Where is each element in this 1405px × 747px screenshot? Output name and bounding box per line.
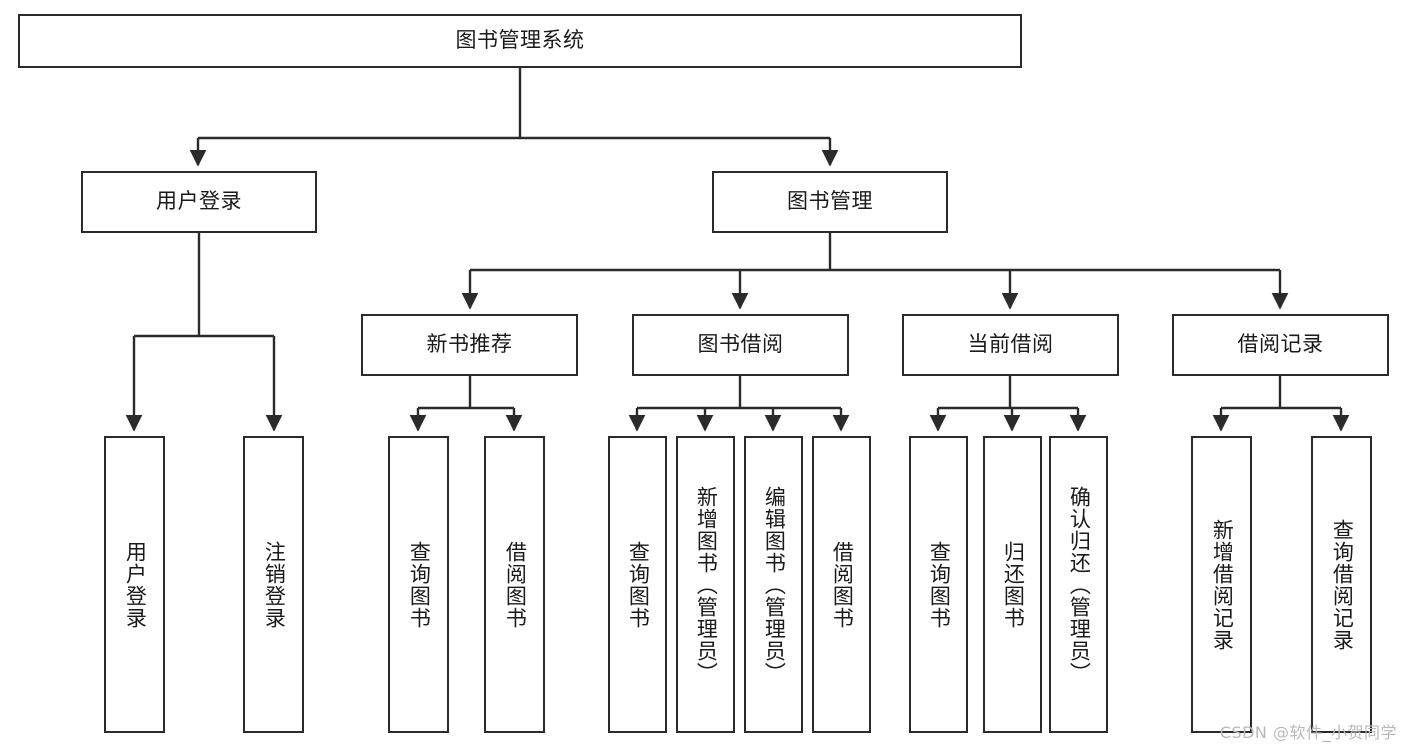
node-leaf-recommend-borrow-book[interactable]: 借阅图书 [484,436,545,733]
node-borrow-record-label: 借阅记录 [1237,332,1324,357]
node-leaf-borrow-query-book-label: 查询图书 [626,540,651,629]
node-leaf-borrow-add-book-admin[interactable]: 新增图书（管理员） [676,436,735,733]
node-leaf-recommend-query-book[interactable]: 查询图书 [388,436,449,733]
csdn-watermark: CSDN @软件_小贺同学 [1219,723,1397,742]
node-leaf-current-query-book-label: 查询图书 [927,540,952,629]
node-leaf-borrow-query-book[interactable]: 查询图书 [608,436,667,733]
node-book-manage[interactable]: 图书管理 [712,171,948,233]
node-leaf-user-logout-label: 注销登录 [262,540,287,629]
node-leaf-current-return-book[interactable]: 归还图书 [983,436,1042,733]
node-leaf-recommend-borrow-book-label: 借阅图书 [503,540,528,629]
node-book-manage-label: 图书管理 [787,189,873,214]
node-user-login-label: 用户登录 [156,189,242,214]
node-leaf-current-return-book-label: 归还图书 [1001,540,1026,629]
node-leaf-borrow-do-borrow-book[interactable]: 借阅图书 [812,436,871,733]
node-new-book-recommend[interactable]: 新书推荐 [361,314,578,376]
node-root[interactable]: 图书管理系统 [18,14,1022,68]
node-leaf-user-logout[interactable]: 注销登录 [243,436,304,733]
node-book-borrow-label: 图书借阅 [697,332,784,357]
node-leaf-borrow-edit-book-admin[interactable]: 编辑图书（管理员） [744,436,803,733]
node-leaf-borrow-edit-book-admin-label: 编辑图书（管理员） [762,485,787,684]
node-leaf-record-query-label: 查询借阅记录 [1330,518,1355,651]
node-leaf-borrow-do-borrow-book-label: 借阅图书 [830,540,855,629]
node-root-label: 图书管理系统 [455,28,585,53]
node-leaf-record-query[interactable]: 查询借阅记录 [1311,436,1372,733]
node-current-borrow-label: 当前借阅 [967,332,1054,357]
node-leaf-current-query-book[interactable]: 查询图书 [909,436,968,733]
node-leaf-current-confirm-return-admin-label: 确认归还（管理员） [1067,485,1092,684]
node-new-book-recommend-label: 新书推荐 [426,332,513,357]
node-leaf-recommend-query-book-label: 查询图书 [407,540,432,629]
node-leaf-record-add[interactable]: 新增借阅记录 [1191,436,1252,733]
node-leaf-current-confirm-return-admin[interactable]: 确认归还（管理员） [1049,436,1108,733]
node-leaf-user-login-label: 用户登录 [123,540,148,629]
node-leaf-user-login[interactable]: 用户登录 [104,436,165,733]
node-book-borrow[interactable]: 图书借阅 [632,314,849,376]
node-leaf-borrow-add-book-admin-label: 新增图书（管理员） [694,485,719,684]
node-leaf-record-add-label: 新增借阅记录 [1210,518,1235,651]
node-user-login[interactable]: 用户登录 [81,171,317,233]
node-current-borrow[interactable]: 当前借阅 [902,314,1119,376]
node-borrow-record[interactable]: 借阅记录 [1172,314,1389,376]
